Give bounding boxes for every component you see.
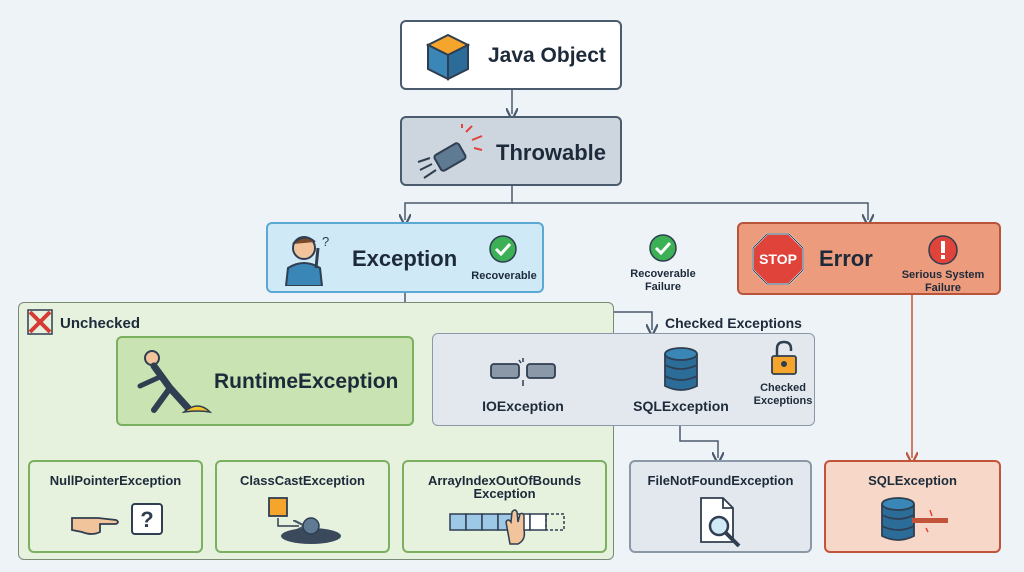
slipping-person-icon <box>137 350 213 414</box>
throwable-title: Throwable <box>496 140 607 165</box>
null-pointer-node: NullPointerException ? <box>28 460 203 553</box>
database-icon <box>664 347 698 391</box>
java-object-title: Java Object <box>488 44 606 67</box>
exception-title: Exception <box>352 246 458 271</box>
sql-error-node: SQLException <box>824 460 1001 553</box>
alert-icon <box>928 235 958 265</box>
throwable-node: Throwable <box>400 116 622 186</box>
confused-person-icon: ? <box>284 234 329 286</box>
checkmark-icon <box>489 235 517 263</box>
exception-node: ? Exception Recoverable <box>266 222 544 293</box>
java-object-node: Java Object <box>400 20 622 90</box>
broken-pipe-icon <box>490 358 556 386</box>
can-icon <box>417 124 483 179</box>
serious-failure-badge: Serious System Failure <box>901 269 985 294</box>
recoverable-failure-label: Recoverable Failure <box>630 268 696 293</box>
error-node: STOP Error Serious System Failure <box>737 222 1001 295</box>
shape-cast-icon <box>268 497 341 544</box>
null-pointer-title: NullPointerException <box>49 473 182 488</box>
unchecked-label: Unchecked <box>60 315 141 332</box>
file-not-found-node: FileNotFoundException <box>629 460 812 553</box>
array-index-node: ArrayIndexOutOfBounds Exception <box>402 460 607 553</box>
class-cast-title: ClassCastException <box>240 473 365 488</box>
question-icon: ? <box>131 503 163 535</box>
pointing-hand-icon <box>71 517 119 535</box>
checked-exceptions-label: Checked Exceptions <box>665 315 802 331</box>
svg-text:?: ? <box>140 507 153 532</box>
svg-text:?: ? <box>322 234 329 249</box>
sql-exception-title: SQLException <box>633 398 729 414</box>
recoverable-badge: Recoverable <box>471 270 537 282</box>
cube-icon <box>425 33 471 81</box>
runtime-exception-title: RuntimeException <box>214 370 399 393</box>
io-exception-title: IOException <box>482 398 564 414</box>
class-cast-node: ClassCastException <box>215 460 390 553</box>
database-error-icon <box>881 497 948 541</box>
runtime-exception-node: RuntimeException <box>116 336 414 426</box>
file-not-found-title: FileNotFoundException <box>647 473 794 488</box>
error-title: Error <box>819 246 873 271</box>
sql-error-title: SQLException <box>868 473 957 488</box>
x-mark-icon <box>27 309 53 335</box>
stop-sign-icon: STOP <box>752 233 804 285</box>
checkmark-icon <box>649 234 677 262</box>
stop-sign-text: STOP <box>759 251 797 267</box>
file-search-icon <box>700 497 741 548</box>
checked-region: IOException SQLException Checked Excepti… <box>432 333 815 426</box>
padlock-icon <box>771 340 797 375</box>
checked-badge: Checked Exceptions <box>753 382 813 407</box>
array-icon <box>449 509 565 545</box>
array-index-title: ArrayIndexOutOfBounds Exception <box>427 473 582 501</box>
